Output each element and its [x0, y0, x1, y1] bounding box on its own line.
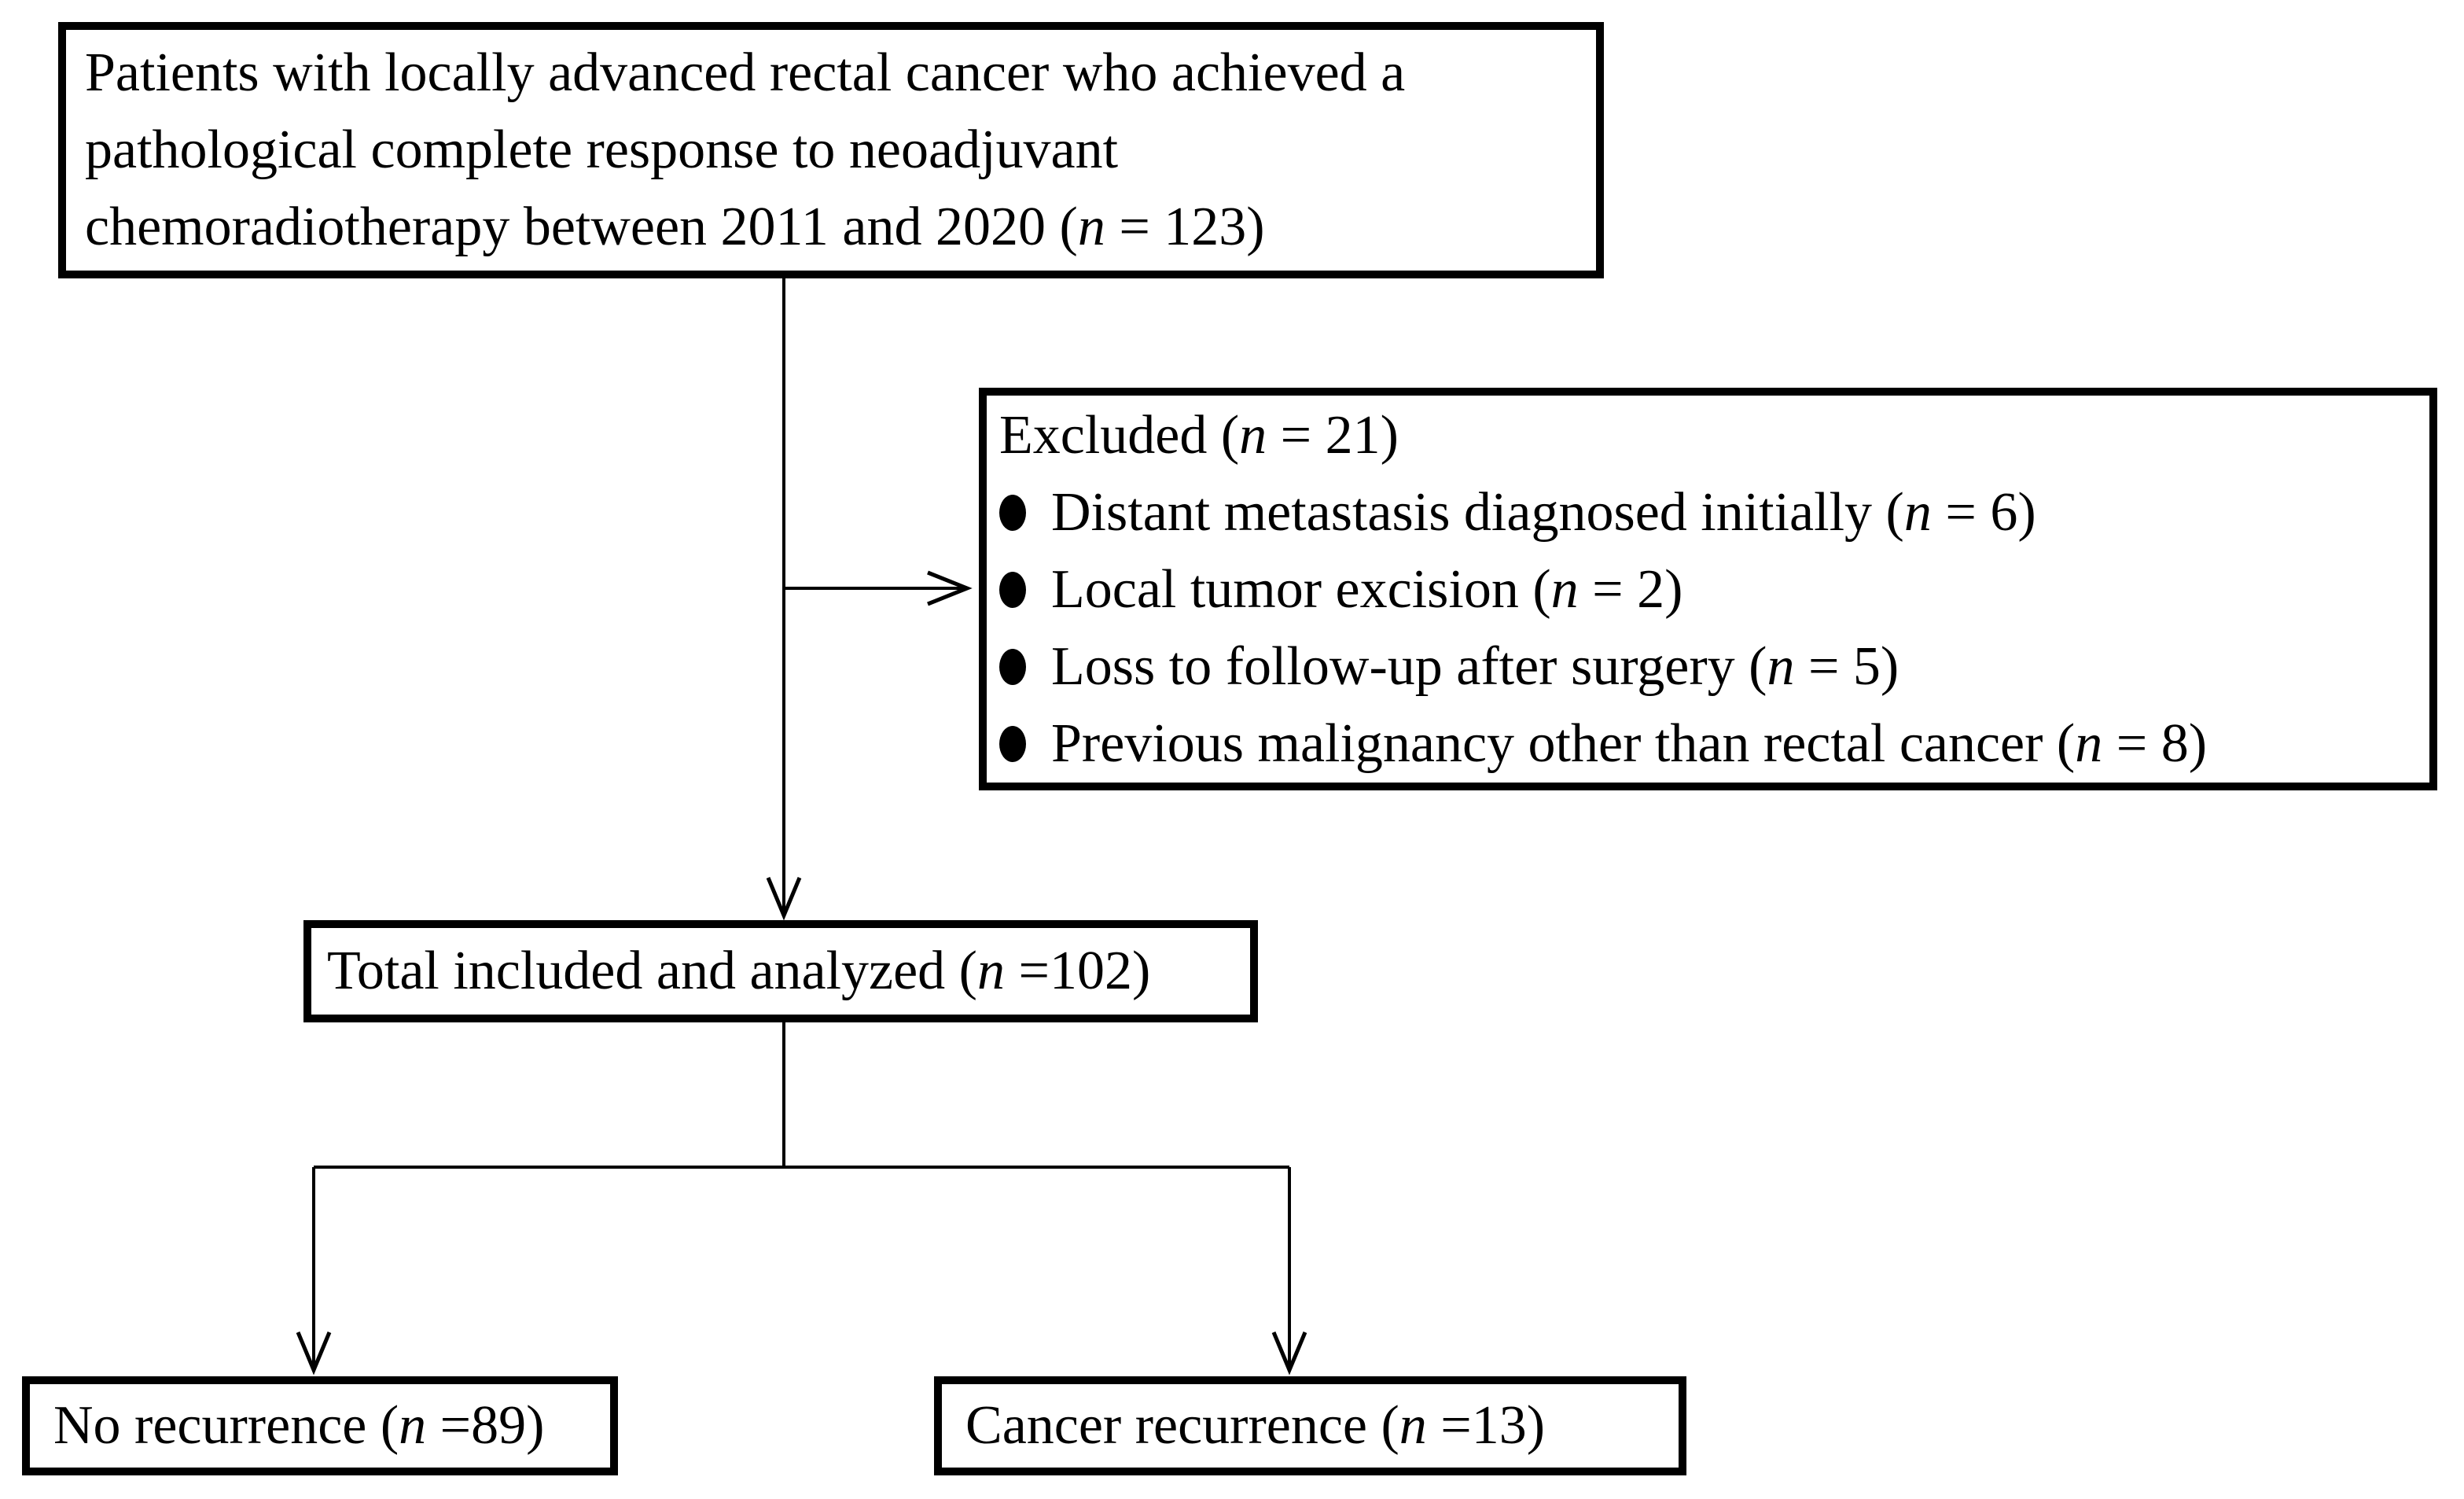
excluded-item-text: Previous malignancy other than rectal ca… [1051, 713, 2208, 774]
eligible-text-line-3: chemoradiotherapy between 2011 and 2020 … [85, 197, 1265, 257]
box-no-recurrence: No recurrence (n =89) [22, 1376, 618, 1475]
box-cancer-recurrence: Cancer recurrence (n =13) [934, 1376, 1686, 1475]
excluded-item-text: Loss to follow-up after surgery (n = 5) [1051, 636, 1899, 697]
box-total-included: Total included and analyzed (n =102) [303, 920, 1258, 1022]
excluded-title-row: Excluded (n = 21) [999, 397, 2418, 474]
excluded-item: Loss to follow-up after surgery (n = 5) [999, 628, 2418, 705]
excluded-item-text: Distant metastasis diagnosed initially (… [1051, 482, 2036, 543]
arrow-down-icon [1271, 1331, 1307, 1376]
cancer-recurrence-text: Cancer recurrence (n =13) [965, 1395, 1546, 1456]
arrow-down-icon [766, 877, 802, 921]
bullet-icon [999, 726, 1026, 762]
bullet-icon [999, 495, 1026, 531]
eligible-text-line-2: pathological complete response to neoadj… [85, 120, 1119, 180]
excluded-item: Local tumor excision (n = 2) [999, 551, 2418, 628]
excluded-item-text: Local tumor excision (n = 2) [1051, 559, 1683, 620]
total-included-text: Total included and analyzed (n =102) [327, 941, 1151, 1001]
arrow-down-icon [296, 1331, 332, 1376]
bullet-icon [999, 649, 1026, 685]
no-recurrence-text: No recurrence (n =89) [53, 1395, 545, 1456]
eligible-text-line-1: Patients with locally advanced rectal ca… [85, 42, 1406, 103]
box-excluded: Excluded (n = 21) Distant metastasis dia… [979, 388, 2437, 790]
excluded-title: Excluded (n = 21) [999, 405, 1399, 466]
excluded-item: Distant metastasis diagnosed initially (… [999, 474, 2418, 551]
arrow-right-icon [927, 570, 973, 606]
box-eligible-patients: Patients with locally advanced rectal ca… [58, 22, 1604, 278]
bullet-icon [999, 572, 1026, 608]
excluded-item: Previous malignancy other than rectal ca… [999, 705, 2418, 783]
